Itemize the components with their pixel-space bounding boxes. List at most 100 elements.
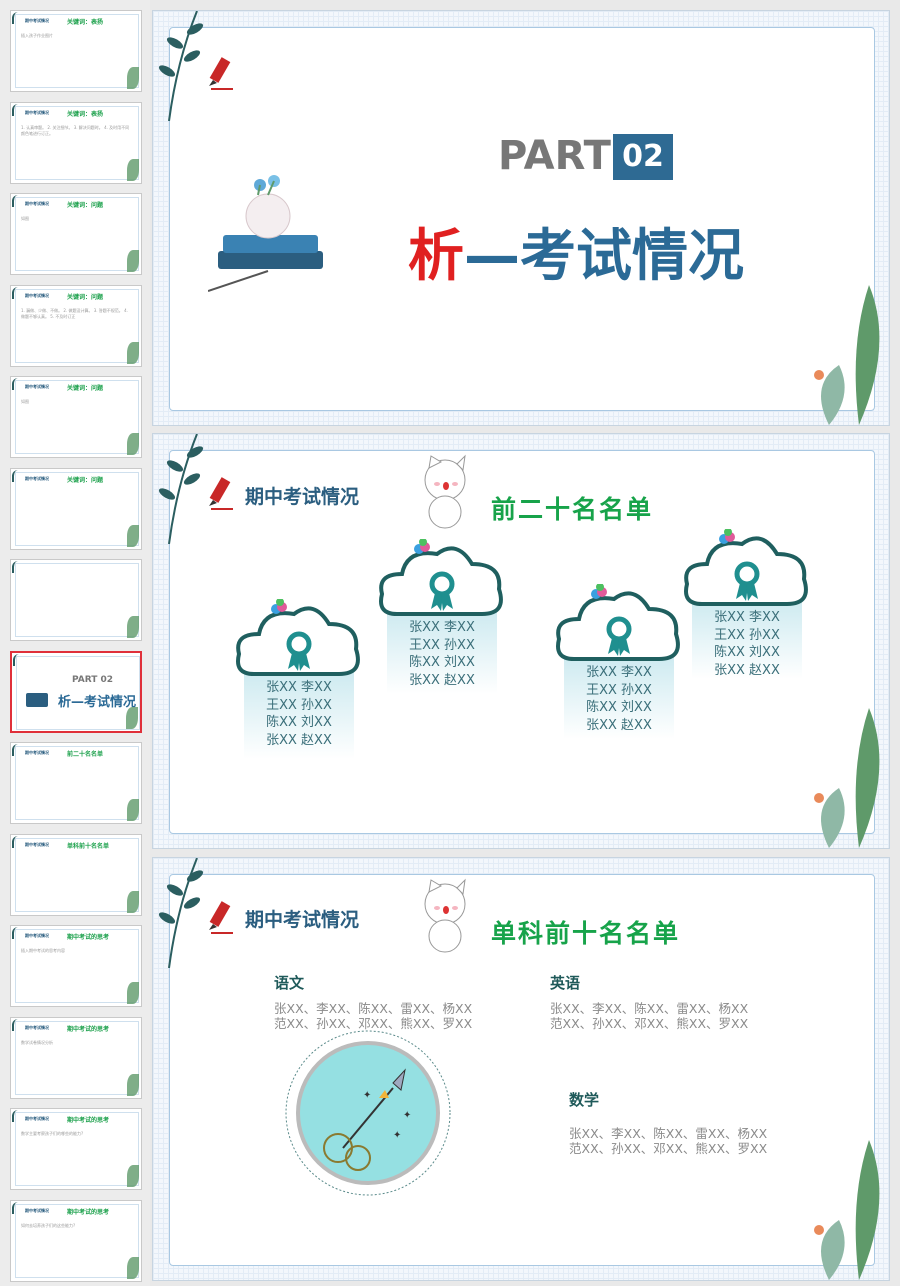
thumb-frame <box>15 746 139 820</box>
thumb-body: 插入期中考试的思考内容 <box>21 948 65 953</box>
thumb-header: 期中考试情况 <box>25 933 49 938</box>
thumb-frame <box>15 380 139 454</box>
thumb-frame <box>15 837 139 912</box>
slide-thumbnail-1[interactable]: 期中考试情况 关键词：表扬插入孩子作业图片 <box>10 10 142 92</box>
thumb-body: 1. 认真审题。 2. 关注细节。 3. 解决问题时。 4. 及时用不同颜色笔进… <box>21 124 130 136</box>
slide-title: 前二十名名单 <box>491 495 654 524</box>
cat-illustration <box>424 454 466 529</box>
twig-icon <box>12 835 22 848</box>
thumb-frame <box>15 563 139 637</box>
subject-english-label: 英语 <box>550 974 581 992</box>
leaf-icon <box>127 524 139 547</box>
section-header: 期中考试情况 <box>245 486 360 508</box>
thumb-title: 关键词：表扬 <box>67 19 104 26</box>
leaf-icon <box>127 890 139 913</box>
leaf-icon <box>127 1256 139 1279</box>
student-names: 张XX 赵XX <box>586 717 652 733</box>
thumb-header: 期中考试情况 <box>25 384 49 389</box>
thumb-header: 期中考试情况 <box>25 841 49 847</box>
slide-thumbnail-13[interactable]: 期中考试情况期中考试的思考数学主要考察孩子们的哪些的能力? <box>10 1108 142 1190</box>
thumb-frame <box>15 1203 139 1278</box>
subject-math-names-2: 范XX、孙XX、邓XX、熊XX、罗XX <box>569 1141 768 1156</box>
subject-chinese-names-1: 张XX、李XX、陈XX、雷XX、杨XX <box>274 1001 473 1016</box>
twig-icon <box>12 1201 22 1214</box>
thumb-title: 期中考试的思考 <box>67 934 110 941</box>
student-names: 张XX 李XX <box>714 610 780 625</box>
slide-thumbnail-14[interactable]: 期中考试情况期中考试的思考如何去培养孩子们的这些能力? <box>10 1199 142 1282</box>
books-icon <box>26 692 48 707</box>
cloud-badge-icon <box>379 539 503 616</box>
thumb-body: 析—考试情况 <box>58 694 137 710</box>
svg-text:✦: ✦ <box>393 1130 401 1141</box>
thumb-title: 关键词：表扬 <box>67 110 104 118</box>
section-title: 析—考试情况 <box>408 211 744 292</box>
twig-icon <box>12 744 22 756</box>
leaf-icon <box>127 250 139 272</box>
svg-text:✦: ✦ <box>403 1110 411 1121</box>
thumb-frame <box>15 1020 139 1095</box>
student-names: 陈XX 刘XX <box>266 715 332 730</box>
subject-math-names-1: 张XX、李XX、陈XX、雷XX、杨XX <box>569 1126 768 1141</box>
twig-icon <box>12 1018 22 1031</box>
twig-icon <box>12 561 22 573</box>
thumb-frame <box>15 929 139 1003</box>
student-names: 王XX 孙XX <box>409 637 475 653</box>
slide-thumbnail-7[interactable] <box>10 559 142 641</box>
thumb-frame <box>15 197 139 271</box>
thumb-frame <box>15 1112 139 1186</box>
thumb-header: 期中考试情况 <box>25 292 49 298</box>
thumb-title: 关键词：问题 <box>67 476 104 484</box>
thumb-body: 插入孩子作业图片 <box>21 33 53 38</box>
thumb-title: 单科前十名名单 <box>67 842 110 850</box>
thumb-header: 期中考试情况 <box>25 201 49 206</box>
plant-decoration-icon <box>814 708 880 848</box>
twig-icon <box>12 286 22 299</box>
pencil-icon <box>209 901 233 934</box>
twig-decoration-icon <box>158 11 204 121</box>
slide-thumbnail-9[interactable]: 期中考试情况前二十名名单 <box>10 742 142 824</box>
slide-thumbnail-12[interactable]: 期中考试情况期中考试的思考数学试卷情况分析 <box>10 1016 142 1099</box>
leaf-icon <box>127 67 139 89</box>
subject-english-names-1: 张XX、李XX、陈XX、雷XX、杨XX <box>550 1001 749 1016</box>
slide-subject-top-ten[interactable]: 期中考试情况 单科前十名名单 语文 张XX、李XX、陈XX、雷XX、杨XX 范X… <box>152 857 890 1281</box>
slide-thumbnail-11[interactable]: 期中考试情况 期中考试的思考插入期中考试的思考内容 <box>10 925 142 1007</box>
cat-illustration <box>424 878 466 953</box>
student-names: 张XX 赵XX <box>714 662 780 678</box>
thumb-title: 关键词：问题 <box>67 385 104 392</box>
student-names: 张XX 赵XX <box>409 672 475 688</box>
student-names: 张XX 赵XX <box>266 732 332 748</box>
twig-decoration-icon <box>158 434 204 544</box>
slide-thumbnail-6[interactable]: 期中考试情况关键词：问题 <box>10 467 142 550</box>
pencil-icon <box>209 477 233 510</box>
leaf-icon <box>127 799 139 821</box>
leaf-icon <box>127 982 139 1004</box>
twig-icon <box>12 927 22 939</box>
slide-title: 单科前十名名单 <box>491 919 681 948</box>
slide-thumbnail-10[interactable]: 期中考试情况 单科前十名名单 <box>10 833 142 916</box>
thumb-header: 期中考试情况 <box>25 1116 49 1121</box>
leaf-icon <box>126 706 138 729</box>
svg-text:✦: ✦ <box>363 1090 371 1101</box>
twig-icon <box>12 195 22 207</box>
leaf-icon <box>127 341 139 364</box>
cloud-badge-icon <box>236 599 360 676</box>
slide-thumbnail-5[interactable]: 期中考试情况关键词：问题如图 <box>10 376 142 458</box>
thumb-body: 如图 <box>21 216 29 221</box>
student-names: 张XX 李XX <box>586 665 652 680</box>
slide-part-02[interactable]: PART 02 析—考试情况 <box>152 10 890 426</box>
thumb-header: 期中考试情况 <box>25 18 49 23</box>
thumb-header: 期中考试情况 <box>25 1207 49 1213</box>
pencil-icon <box>209 57 233 90</box>
slide-thumbnail-3[interactable]: 期中考试情况关键词：问题如图 <box>10 193 142 275</box>
subject-chinese-label: 语文 <box>274 974 305 992</box>
